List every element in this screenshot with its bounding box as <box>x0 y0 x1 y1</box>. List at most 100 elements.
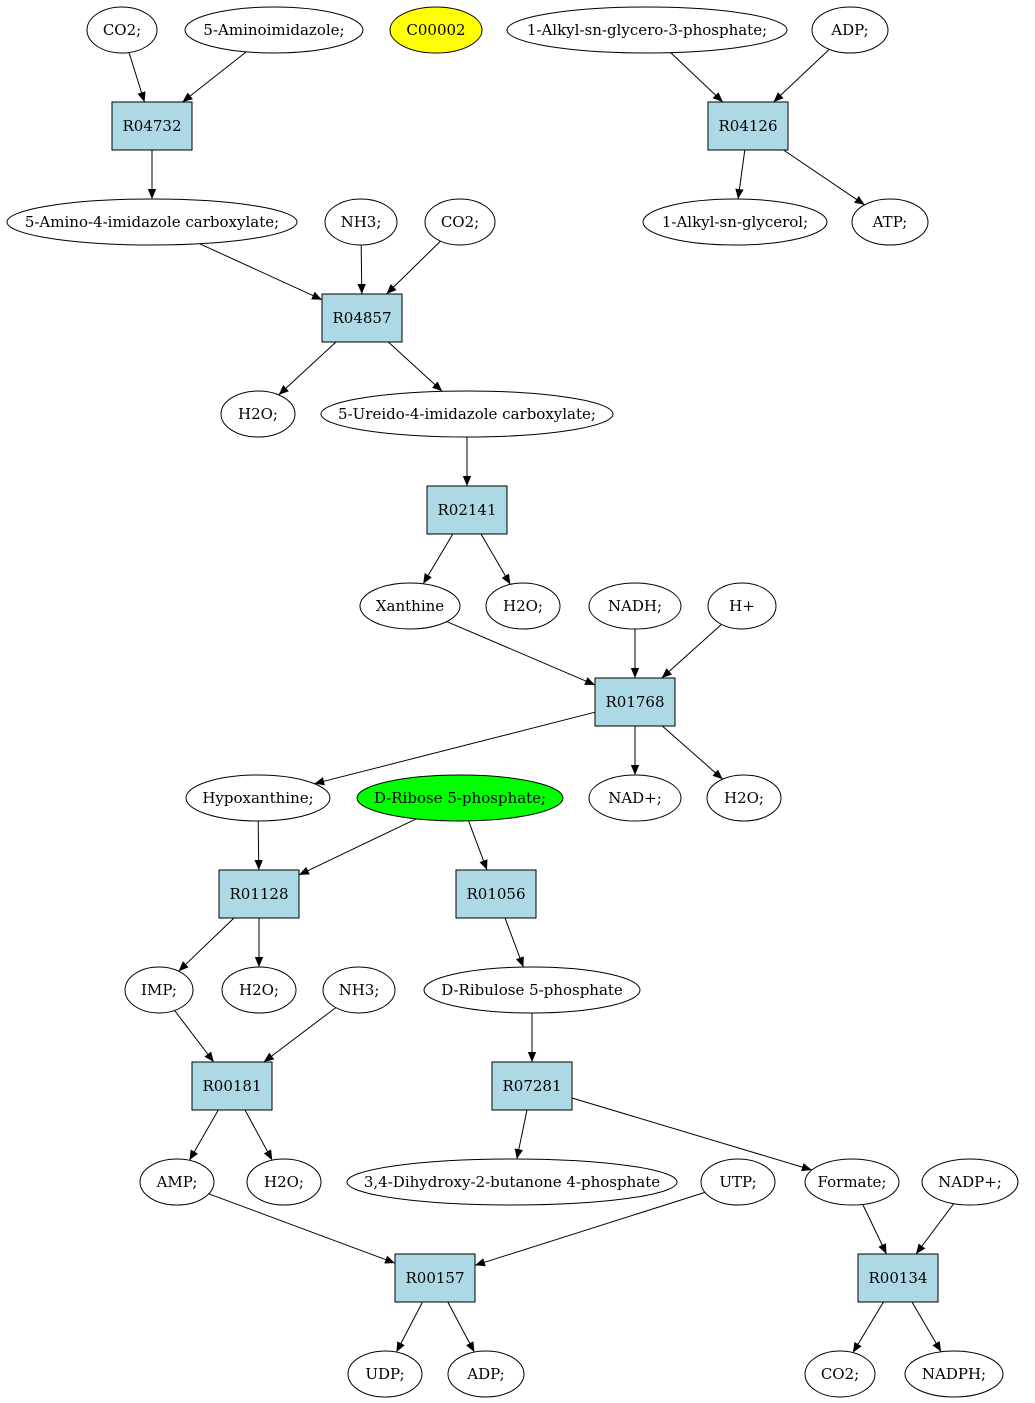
compound-ellipse <box>347 1350 423 1398</box>
edge-r-R01768-to-c-hypoxanthine <box>314 711 596 786</box>
compound-node-utp[interactable]: UTP; <box>700 1158 776 1206</box>
edge-c-xanthine-to-r-R01768 <box>446 621 596 686</box>
edge-c-utp-to-r-R00157 <box>474 1191 706 1267</box>
compound-node-ureidoimidazolecarboxylate[interactable]: 5-Ureido-4-imidazole carboxylate; <box>320 390 614 438</box>
compound-ellipse <box>423 966 641 1014</box>
reaction-box <box>455 869 537 919</box>
compound-node-alkylglycerophosphate[interactable]: 1-Alkyl-sn-glycero-3-phosphate; <box>506 6 788 54</box>
reaction-node-r00181[interactable]: R00181 <box>191 1061 273 1111</box>
reaction-box <box>491 1061 573 1111</box>
compound-ellipse <box>356 774 564 822</box>
compound-node-hplus[interactable]: H+ <box>707 582 777 630</box>
compound-label: H2O; <box>724 789 764 807</box>
compound-label: D-Ribulose 5-phosphate <box>441 981 623 999</box>
edge-c-aminoimidazole-to-r-R04732 <box>182 51 247 103</box>
edge-r-R02141-to-c-xanthine <box>422 533 454 585</box>
compound-node-formate[interactable]: Formate; <box>804 1158 900 1206</box>
reaction-label: R01768 <box>605 693 664 711</box>
edge-r-R04126-to-c-alkylglycerol <box>735 149 746 200</box>
compound-node-aminoimidazole[interactable]: 5-Aminoimidazole; <box>184 6 364 54</box>
compound-ellipse <box>588 582 682 630</box>
reaction-box <box>321 293 403 343</box>
edge-c-ribose5p-to-r-R01128 <box>298 818 417 876</box>
compound-node-co2-1[interactable]: CO2; <box>86 6 158 54</box>
compound-node-ribulose5p[interactable]: D-Ribulose 5-phosphate <box>423 966 641 1014</box>
compound-node-nh3-2[interactable]: NH3; <box>322 966 396 1014</box>
compound-node-aminoimidazolecarboxylate[interactable]: 5-Amino-4-imidazole carboxylate; <box>6 198 298 246</box>
compound-label: D-Ribose 5-phosphate; <box>374 789 546 807</box>
reaction-box <box>594 677 676 727</box>
compound-node-alkylglycerol[interactable]: 1-Alkyl-sn-glycerol; <box>642 198 828 246</box>
reaction-node-r04732[interactable]: R04732 <box>111 101 193 151</box>
compound-node-h2o-2[interactable]: H2O; <box>485 582 561 630</box>
compound-node-nadplus[interactable]: NAD+; <box>588 774 682 822</box>
reaction-label: R04126 <box>718 117 777 135</box>
reaction-node-r01056[interactable]: R01056 <box>455 869 537 919</box>
compound-node-h2o-4[interactable]: H2O; <box>221 966 297 1014</box>
reaction-box <box>707 101 789 151</box>
compound-node-nadh[interactable]: NADH; <box>588 582 682 630</box>
compound-node-adp-2[interactable]: ADP; <box>447 1350 525 1398</box>
reaction-node-r01128[interactable]: R01128 <box>218 869 300 919</box>
reaction-node-r02141[interactable]: R02141 <box>426 485 508 535</box>
compound-label: 3,4-Dihydroxy-2-butanone 4-phosphate <box>364 1173 660 1191</box>
compound-label: UDP; <box>365 1365 404 1383</box>
compound-node-udp[interactable]: UDP; <box>347 1350 423 1398</box>
edge-r-R07281-to-c-formate <box>571 1097 813 1172</box>
compound-node-co2-2[interactable]: CO2; <box>424 198 496 246</box>
reaction-node-r01768[interactable]: R01768 <box>594 677 676 727</box>
reaction-label: R04732 <box>122 117 181 135</box>
compound-node-h2o-1[interactable]: H2O; <box>220 390 296 438</box>
reaction-node-r00157[interactable]: R00157 <box>394 1253 476 1303</box>
edge-layer <box>128 48 955 1353</box>
compound-node-c00002[interactable]: C00002 <box>389 6 483 54</box>
compound-node-nadph[interactable]: NADPH; <box>904 1350 1004 1398</box>
edge-r-R00181-to-c-h2o-5 <box>244 1109 273 1161</box>
reaction-label: R00134 <box>868 1269 927 1287</box>
compound-node-co2-3[interactable]: CO2; <box>804 1350 876 1398</box>
compound-node-dihydroxybutanone[interactable]: 3,4-Dihydroxy-2-butanone 4-phosphate <box>346 1158 678 1206</box>
edge-r-R04857-to-c-ureidoimidazolecarboxylate <box>387 341 443 392</box>
compound-label: ATP; <box>872 213 908 231</box>
compound-node-xanthine[interactable]: Xanthine <box>359 582 461 630</box>
compound-label: NAD+; <box>608 789 662 807</box>
edge-c-formate-to-r-R00134 <box>862 1204 887 1255</box>
reaction-label: R01056 <box>466 885 525 903</box>
compound-ellipse <box>804 1350 876 1398</box>
compound-node-amp[interactable]: AMP; <box>139 1158 215 1206</box>
edge-c-hypoxanthine-to-r-R01128 <box>254 820 263 871</box>
compound-label: NH3; <box>341 213 382 231</box>
compound-node-adp-1[interactable]: ADP; <box>811 6 889 54</box>
edge-c-aminoimidazolecarboxylate-to-r-R04857 <box>199 243 323 301</box>
reaction-node-r07281[interactable]: R07281 <box>491 1061 573 1111</box>
compound-ellipse <box>359 582 461 630</box>
edge-r-R00134-to-c-co2-3 <box>852 1301 884 1353</box>
reaction-node-r00134[interactable]: R00134 <box>857 1253 939 1303</box>
edge-r-R02141-to-c-h2o-2 <box>480 533 511 585</box>
reaction-box <box>218 869 300 919</box>
edge-r-R00181-to-c-amp <box>188 1109 219 1161</box>
compound-node-h2o-5[interactable]: H2O; <box>246 1158 322 1206</box>
compound-label: C00002 <box>406 21 465 39</box>
compound-ellipse <box>346 1158 678 1206</box>
compound-ellipse <box>324 198 398 246</box>
compound-ellipse <box>6 198 298 246</box>
edge-c-ribose5p-to-r-R01056 <box>468 820 488 871</box>
edge-c-hplus-to-r-R01768 <box>661 624 722 679</box>
compound-node-atp[interactable]: ATP; <box>851 198 929 246</box>
compound-label: Xanthine <box>376 597 444 615</box>
compound-node-ribose5p[interactable]: D-Ribose 5-phosphate; <box>356 774 564 822</box>
compound-node-h2o-3[interactable]: H2O; <box>706 774 782 822</box>
edge-r-R00157-to-c-udp <box>395 1301 423 1353</box>
compound-node-hypoxanthine[interactable]: Hypoxanthine; <box>185 774 331 822</box>
compound-node-nadpplus[interactable]: NADP+; <box>921 1158 1019 1206</box>
compound-node-imp[interactable]: IMP; <box>124 966 194 1014</box>
reaction-node-r04126[interactable]: R04126 <box>707 101 789 151</box>
compound-node-nh3-1[interactable]: NH3; <box>324 198 398 246</box>
edge-r-R01056-to-c-ribulose5p <box>504 917 524 968</box>
edge-r-R01128-to-c-imp <box>178 917 235 972</box>
compound-label: 1-Alkyl-sn-glycerol; <box>662 213 808 231</box>
compound-label: CO2; <box>821 1365 859 1383</box>
reaction-label: R00181 <box>202 1077 261 1095</box>
reaction-node-r04857[interactable]: R04857 <box>321 293 403 343</box>
